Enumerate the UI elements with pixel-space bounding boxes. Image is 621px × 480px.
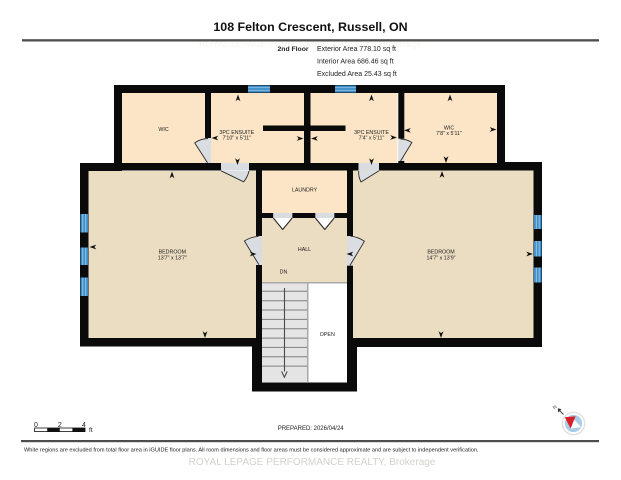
svg-text:BEDROOM: BEDROOM <box>159 250 186 256</box>
svg-text:ft: ft <box>89 427 93 434</box>
svg-text:WIC: WIC <box>158 127 168 133</box>
svg-text:7'8" x 5'11": 7'8" x 5'11" <box>436 131 462 137</box>
svg-text:WIC: WIC <box>444 125 454 131</box>
svg-text:ROYAL LEPAGE PERFORMANCE REALT: ROYAL LEPAGE PERFORMANCE REALTY, Brokera… <box>189 457 436 468</box>
svg-text:3PC ENSUITE: 3PC ENSUITE <box>219 130 254 136</box>
svg-text:White regions are excluded fro: White regions are excluded from total fl… <box>24 448 479 454</box>
svg-text:Interior Area 686.46 sq ft: Interior Area 686.46 sq ft <box>317 59 394 66</box>
svg-text:LAUNDRY: LAUNDRY <box>292 188 318 194</box>
svg-text:3PC ENSUITE: 3PC ENSUITE <box>354 130 389 136</box>
svg-text:Excluded Area 25.43 sq ft: Excluded Area 25.43 sq ft <box>317 71 397 78</box>
svg-text:4: 4 <box>82 422 86 429</box>
svg-text:DN: DN <box>280 269 288 275</box>
svg-text:2: 2 <box>58 422 62 429</box>
svg-text:7'4" x 5'11": 7'4" x 5'11" <box>359 136 385 142</box>
svg-text:7'10" x 5'11": 7'10" x 5'11" <box>222 136 251 142</box>
svg-text:14'7" x 13'9": 14'7" x 13'9" <box>426 255 455 261</box>
svg-text:N: N <box>552 404 559 411</box>
svg-text:2nd Floor: 2nd Floor <box>278 46 309 53</box>
svg-text:HALL: HALL <box>298 247 311 253</box>
svg-text:Exterior Area 778.10 sq ft: Exterior Area 778.10 sq ft <box>317 46 396 53</box>
svg-text:BEDROOM: BEDROOM <box>427 250 454 256</box>
svg-text:ROYAL LEPAGE PERFORMANCE REALT: ROYAL LEPAGE PERFORMANCE REALTY, Brokera… <box>199 39 421 49</box>
svg-text:108 Felton Crescent, Russell,: 108 Felton Crescent, Russell, ON <box>213 20 407 34</box>
svg-text:0: 0 <box>34 422 38 429</box>
svg-text:OPEN: OPEN <box>320 332 335 338</box>
svg-text:PREPARED: 2026/04/24: PREPARED: 2026/04/24 <box>278 426 345 432</box>
svg-text:13'7" x 13'7": 13'7" x 13'7" <box>158 255 187 261</box>
